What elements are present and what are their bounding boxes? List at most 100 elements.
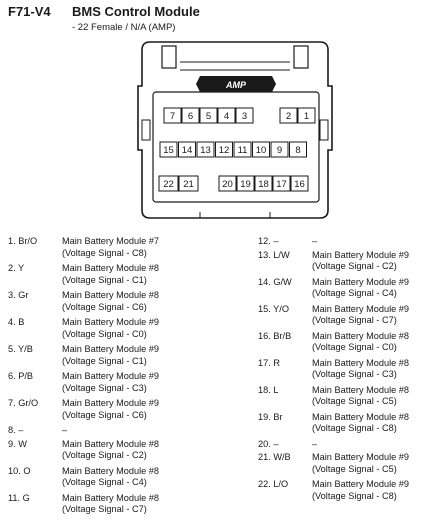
pin-signal: (Voltage Signal - C1) xyxy=(62,274,147,285)
pin-wire-label: 11. G xyxy=(8,492,30,503)
pin-wire-label: 20. – xyxy=(258,438,279,449)
pin-wire-label: 21. W/B xyxy=(258,452,291,462)
pin-number-16: 16 xyxy=(294,179,305,190)
pin-number-19: 19 xyxy=(240,179,251,190)
pin-cavity-19 xyxy=(236,175,255,192)
pin-number-18: 18 xyxy=(258,179,269,190)
pin-description: Main Battery Module #7 xyxy=(62,236,160,246)
pin-wire-label: 16. Br/B xyxy=(258,330,292,341)
pin-signal: (Voltage Signal - C5) xyxy=(312,396,397,406)
pin-description: Main Battery Module #8 xyxy=(62,290,160,300)
pin-cavity-4 xyxy=(217,107,236,124)
connector-housing xyxy=(137,41,333,219)
pin-cavity-14 xyxy=(178,141,196,158)
pin-signal: (Voltage Signal - C6) xyxy=(62,409,147,420)
pin-wire-label: 8. – xyxy=(8,425,24,435)
pin-number-10: 10 xyxy=(256,145,267,156)
pin-number-22: 22 xyxy=(163,179,174,190)
pin-description: Main Battery Module #8 xyxy=(62,492,160,503)
pin-signal: (Voltage Signal - C3) xyxy=(312,369,397,379)
pin-signal: (Voltage Signal - C6) xyxy=(62,301,147,312)
pin-description: Main Battery Module #8 xyxy=(312,357,410,368)
pin-wire-label: 10. O xyxy=(8,465,31,476)
pin-cavity-9 xyxy=(270,141,289,158)
pin-signal: (Voltage Signal - C7) xyxy=(312,315,397,325)
pin-signal: (Voltage Signal - C4) xyxy=(312,288,397,298)
pin-cavity-13 xyxy=(196,141,215,158)
pin-number-21: 21 xyxy=(183,179,194,190)
pin-cavity-3 xyxy=(235,107,254,124)
pin-description: Main Battery Module #9 xyxy=(62,371,160,381)
pin-number-8: 8 xyxy=(295,145,300,156)
pin-signal: (Voltage Signal - C2) xyxy=(62,450,147,460)
pin-description: Main Battery Module #9 xyxy=(312,479,410,489)
pin-signal: (Voltage Signal - C8) xyxy=(62,247,147,258)
pin-description: Main Battery Module #8 xyxy=(62,465,160,476)
pin-number-11: 11 xyxy=(238,145,248,156)
pin-description: Main Battery Module #8 xyxy=(312,384,410,395)
pin-wire-label: 18. L xyxy=(258,384,279,395)
pin-wire-label: 6. P/B xyxy=(8,371,34,381)
pin-number-17: 17 xyxy=(276,179,287,190)
pin-wire-label: 1. Br/O xyxy=(8,236,38,246)
pin-cavity-15 xyxy=(159,141,178,158)
pin-number-20: 20 xyxy=(222,179,233,190)
pin-number-9: 9 xyxy=(277,145,282,156)
pin-description: Main Battery Module #9 xyxy=(62,398,160,408)
connector-subtitle: - 22 Female / N/A (AMP) xyxy=(72,22,176,33)
pin-number-12: 12 xyxy=(219,145,230,156)
pin-cavity-11 xyxy=(233,141,252,158)
pin-signal: (Voltage Signal - C7) xyxy=(62,504,147,514)
pin-wire-label: 22. L/O xyxy=(258,479,289,489)
pin-cavity-6 xyxy=(181,107,200,124)
pin-wire-label: 12. – xyxy=(258,236,279,246)
pin-signal: (Voltage Signal - C0) xyxy=(62,328,147,339)
pin-number-2: 2 xyxy=(286,111,291,122)
pin-number-5: 5 xyxy=(206,111,211,122)
pin-wire-label: 13. L/W xyxy=(258,249,290,260)
pin-description: Main Battery Module #9 xyxy=(62,317,160,327)
pin-number-6: 6 xyxy=(188,111,193,122)
pin-number-7: 7 xyxy=(170,111,175,122)
connector-code: F71-V4 xyxy=(8,4,51,19)
pin-number-14: 14 xyxy=(182,145,193,156)
pin-cavity-10 xyxy=(252,141,270,158)
pin-cavity-18 xyxy=(254,175,273,192)
pin-signal: (Voltage Signal - C1) xyxy=(62,355,147,366)
pin-wire-label: 4. B xyxy=(8,317,25,327)
pin-description: – xyxy=(312,438,318,449)
pin-signal: (Voltage Signal - C8) xyxy=(312,490,397,501)
pin-cavity-22 xyxy=(158,175,179,192)
connector-title: BMS Control Module xyxy=(72,4,200,19)
pin-cavity-17 xyxy=(272,175,291,192)
pin-wire-label: 2. Y xyxy=(8,263,25,273)
pin-description: Main Battery Module #8 xyxy=(312,411,410,422)
pin-wire-label: 5. Y/B xyxy=(8,344,33,354)
pin-wire-label: 9. W xyxy=(8,438,27,449)
pin-signal: (Voltage Signal - C4) xyxy=(62,477,147,487)
pin-signal: (Voltage Signal - C5) xyxy=(312,463,397,474)
pin-description: Main Battery Module #9 xyxy=(312,276,410,287)
pin-cavity-8 xyxy=(289,141,307,158)
pin-number-3: 3 xyxy=(242,111,247,122)
pin-cavity-21 xyxy=(178,175,199,192)
pin-signal: (Voltage Signal - C2) xyxy=(312,261,397,271)
pin-description: Main Battery Module #9 xyxy=(312,303,410,314)
pin-number-1: 1 xyxy=(304,111,309,122)
pin-cavity-7 xyxy=(163,107,182,124)
pin-number-4: 4 xyxy=(224,111,229,122)
pin-number-13: 13 xyxy=(200,145,211,156)
pin-cavity-16 xyxy=(290,175,309,192)
pin-cavity-20 xyxy=(218,175,237,192)
amp-logo-text: AMP xyxy=(225,80,247,90)
pin-wire-label: 14. G/W xyxy=(258,276,292,287)
amp-logo xyxy=(196,76,276,92)
pin-cavity-2 xyxy=(279,107,298,124)
pin-cavity-12 xyxy=(215,141,233,158)
pin-number-15: 15 xyxy=(163,145,174,156)
pin-description: Main Battery Module #8 xyxy=(62,263,160,273)
pin-wire-label: 15. Y/O xyxy=(258,303,289,314)
